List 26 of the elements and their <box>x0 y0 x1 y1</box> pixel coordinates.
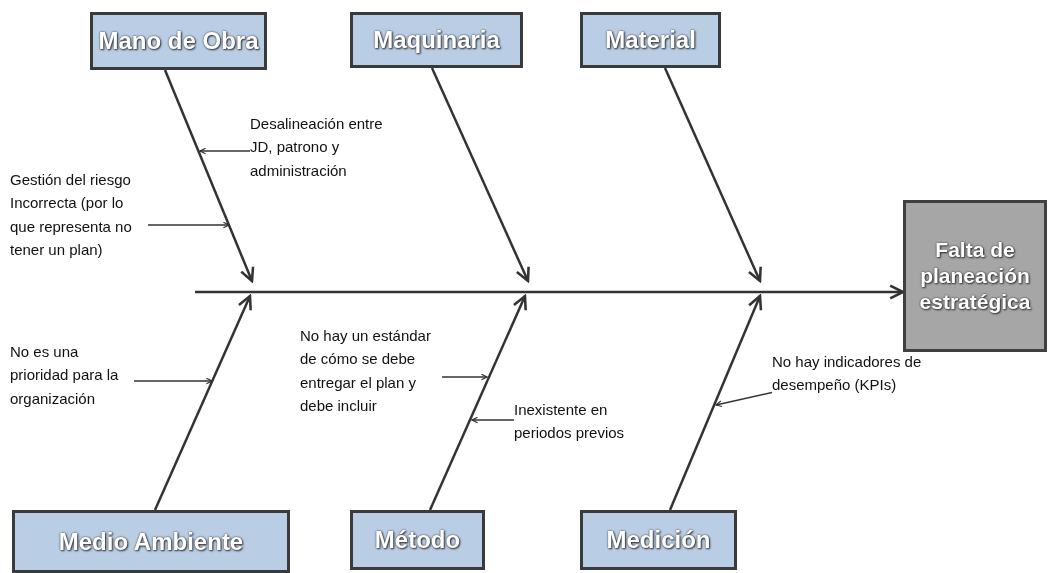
cause-text: Gestión del riesgo Incorrecta (por lo que representa no tener un plan) <box>10 168 148 261</box>
cause-text: Inexistente en periodos previos <box>514 398 636 445</box>
category-box: Mano de Obra <box>90 12 267 70</box>
arrow <box>199 147 251 155</box>
bone-arrow <box>428 294 527 511</box>
arrow <box>441 373 488 381</box>
bone-arrow <box>668 294 763 511</box>
cause-text: No hay indicadores de desempeño (KPIs) <box>772 350 924 397</box>
spine-arrow <box>195 284 905 300</box>
arrow <box>147 221 230 229</box>
arrow <box>715 391 773 408</box>
effect-box: Falta de planeación estratégica <box>903 200 1047 352</box>
bone-arrow <box>663 67 762 283</box>
cause-text: No hay un estándar de cómo se debe entregar el plan y debe incluir <box>300 324 442 417</box>
category-box: Método <box>350 510 485 570</box>
arrow <box>133 377 213 385</box>
category-box: Medio Ambiente <box>12 510 290 573</box>
bone-arrow <box>153 294 252 511</box>
bone-arrow <box>163 69 255 283</box>
cause-text: No es una prioridad para la organización <box>10 340 134 410</box>
bone-arrow <box>430 67 530 283</box>
category-box: Maquinaria <box>350 12 523 68</box>
cause-text: Desalineación entre JD, patrono y administración <box>250 112 400 182</box>
category-box: Material <box>580 12 721 68</box>
category-box: Medición <box>580 510 737 570</box>
arrow <box>471 416 515 424</box>
